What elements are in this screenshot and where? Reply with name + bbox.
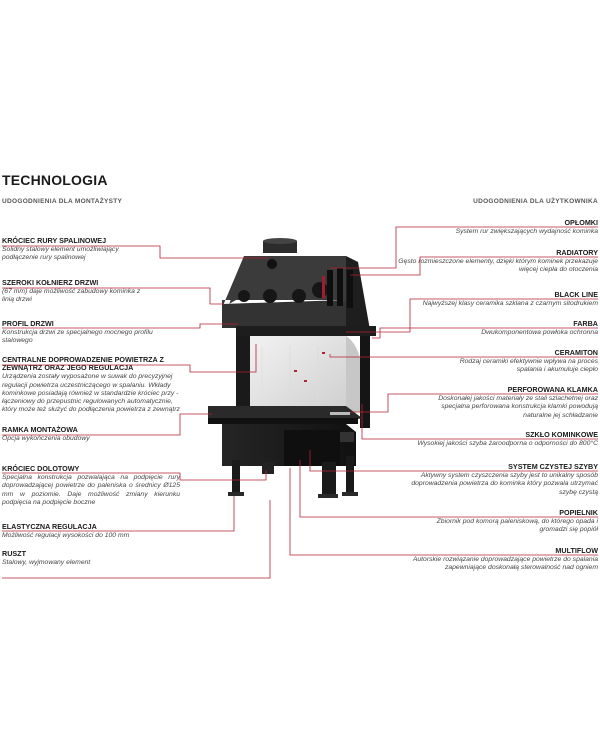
feature-desc: Specjalna konstrukcja pozwalająca na pod… — [2, 474, 180, 506]
feature-name: OPŁOMKI — [564, 218, 598, 227]
feature-name: CERAMITON — [554, 348, 598, 357]
feature-wide-door-flange: SZEROKI KOŁNIERZ DRZWI (67 mm) daje możl… — [2, 278, 152, 305]
callout-markers — [294, 352, 325, 382]
feature-name: PROFIL DRZWI — [2, 319, 54, 328]
feature-multiflow: MULTIFLOW Autorskie rozwiązanie doprowad… — [398, 546, 598, 573]
feature-name: SYSTEM CZYSTEJ SZYBY — [508, 462, 598, 471]
feature-desc: Rodzaj ceramiki efektywnie wpływa na pro… — [459, 358, 598, 374]
feature-name: CENTRALNE DOPROWADZENIE POWIETRZA Z ZEWN… — [2, 355, 164, 373]
callout-lines — [2, 226, 598, 579]
leg-foot — [228, 492, 244, 496]
leg-foot — [342, 492, 358, 496]
fireplace-glass-front — [250, 336, 346, 412]
outlet-hole — [292, 289, 306, 303]
feature-name: SZEROKI KOŁNIERZ DRZWI — [2, 278, 99, 287]
flue-collar — [263, 241, 297, 253]
page-title: TECHNOLOGIA — [2, 172, 108, 188]
feature-perforated-handle: PERFOROWANA KLAMKA Doskonałej jakości ma… — [420, 385, 598, 420]
user-features-heading: UDOGODNIENIA DLA UŻYTKOWNIKA — [473, 198, 598, 205]
leg — [232, 460, 240, 494]
leg-foot — [318, 494, 338, 498]
flue-collar-top — [263, 238, 297, 244]
mounting-frame-edge — [208, 418, 358, 424]
leg — [346, 456, 354, 494]
air-regulator — [340, 432, 354, 442]
feature-inlet-connector: KRÓCIEC DOLOTOWY Specjalna konstrukcja p… — [2, 464, 180, 507]
baffle-accent — [322, 276, 325, 298]
feature-desc: Opcja wykończenia obudowy — [2, 435, 90, 443]
door-frame-right — [360, 336, 370, 428]
feature-desc: Zbiornik pod komorą paleniskową, do któr… — [436, 518, 598, 534]
feature-desc: Dwukomponentowa powłoka ochronna — [481, 329, 598, 337]
feature-name: RUSZT — [2, 549, 26, 558]
feature-mounting-frame: RAMKA MONTAŻOWA Opcja wykończenia obudow… — [2, 425, 152, 443]
feature-desc: Autorskie rozwiązanie doprowadzające pow… — [412, 556, 598, 572]
feature-desc: Aktywny system czyszczenia szyby jest to… — [411, 472, 598, 496]
feature-name: PERFOROWANA KLAMKA — [507, 385, 598, 394]
feature-flexible-adjustment: ELASTYCZNA REGULACJA Możliwość regulacji… — [2, 522, 172, 540]
feature-desc: Doskonałej jakości materiały ze stali sz… — [438, 395, 598, 419]
outlet-hole — [238, 290, 250, 302]
feature-name: KRÓCIEC DOLOTOWY — [2, 464, 80, 473]
feature-paint: FARBA Dwukomponentowa powłoka ochronna — [398, 319, 598, 337]
installer-features-heading: UDOGODNIENIA DLA MONTAŻYSTY — [2, 198, 123, 205]
feature-desc: (67 mm) daje możliwość zabudowy kominka … — [2, 288, 141, 304]
fireplace-glass-side — [346, 336, 364, 412]
feature-name: BLACK LINE — [554, 290, 598, 299]
feature-desc: Wysokiej jakości szyba żaroodporna o odp… — [417, 440, 598, 448]
radiator-fin — [337, 268, 343, 306]
inlet-connector-part — [262, 462, 274, 474]
outlet-hole — [312, 282, 328, 298]
feature-baffles: OPŁOMKI System rur zwiększających wydajn… — [398, 218, 598, 236]
feature-name: POPIELNIK — [559, 508, 598, 517]
ash-pan-door — [284, 430, 340, 466]
feature-name: FARBA — [573, 319, 598, 328]
feature-desc: System rur zwiększających wydajność komi… — [455, 228, 598, 236]
feature-central-air-supply: CENTRALNE DOPROWADZENIE POWIETRZA Z ZEWN… — [2, 355, 184, 414]
feature-grate: RUSZT Stalowy, wyjmowany element — [2, 549, 152, 567]
feature-desc: Konstrukcja drzwi ze specjalnego mocnego… — [2, 329, 153, 345]
outlet-hole — [267, 259, 277, 269]
feature-name: SZKŁO KOMINKOWE — [525, 430, 598, 439]
feature-name: ELASTYCZNA REGULACJA — [2, 522, 97, 531]
feature-desc: Solidny stalowy element umożliwiający po… — [2, 246, 119, 262]
radiator-fin — [347, 270, 353, 308]
feature-name: RAMKA MONTAŻOWA — [2, 425, 78, 434]
feature-desc: Urządzenia zostały wyposażone w suwak do… — [2, 373, 180, 414]
feature-door-profile: PROFIL DRZWI Konstrukcja drzwi ze specja… — [2, 319, 162, 346]
outlet-hole — [263, 289, 277, 303]
door-frame-top — [236, 326, 376, 336]
feature-desc: Najwyższej klasy ceramika szklana z czar… — [422, 300, 598, 308]
feature-name: KRÓCIEC RURY SPALINOWEJ — [2, 236, 107, 245]
feature-desc: Stalowy, wyjmowany element — [2, 559, 91, 567]
feature-name: MULTIFLOW — [555, 546, 598, 555]
feature-ceramiton: CERAMITON Rodzaj ceramiki efektywnie wpł… — [448, 348, 598, 375]
radiator-fin — [327, 270, 333, 306]
feature-black-line: BLACK LINE Najwyższej klasy ceramika szk… — [398, 290, 598, 308]
feature-radiators: RADIATORY Gęsto rozmieszczone elementy, … — [393, 248, 598, 275]
leg — [322, 462, 336, 496]
door-frame-left — [236, 336, 250, 424]
feature-desc: Możliwość regulacji wysokości do 100 mm — [2, 532, 130, 540]
door-handle — [330, 412, 350, 415]
feature-fireplace-glass: SZKŁO KOMINKOWE Wysokiej jakości szyba ż… — [393, 430, 598, 448]
feature-flue-outlet: KRÓCIEC RURY SPALINOWEJ Solidny stalowy … — [2, 236, 152, 263]
feature-ash-pan: POPIELNIK Zbiornik pod komorą paleniskow… — [420, 508, 598, 535]
feature-desc: Gęsto rozmieszczone elementy, dzięki któ… — [398, 258, 598, 274]
hood-lower — [222, 300, 346, 328]
feature-name: RADIATORY — [556, 248, 598, 257]
feature-clean-glass-system: SYSTEM CZYSTEJ SZYBY Aktywny system czys… — [408, 462, 598, 497]
